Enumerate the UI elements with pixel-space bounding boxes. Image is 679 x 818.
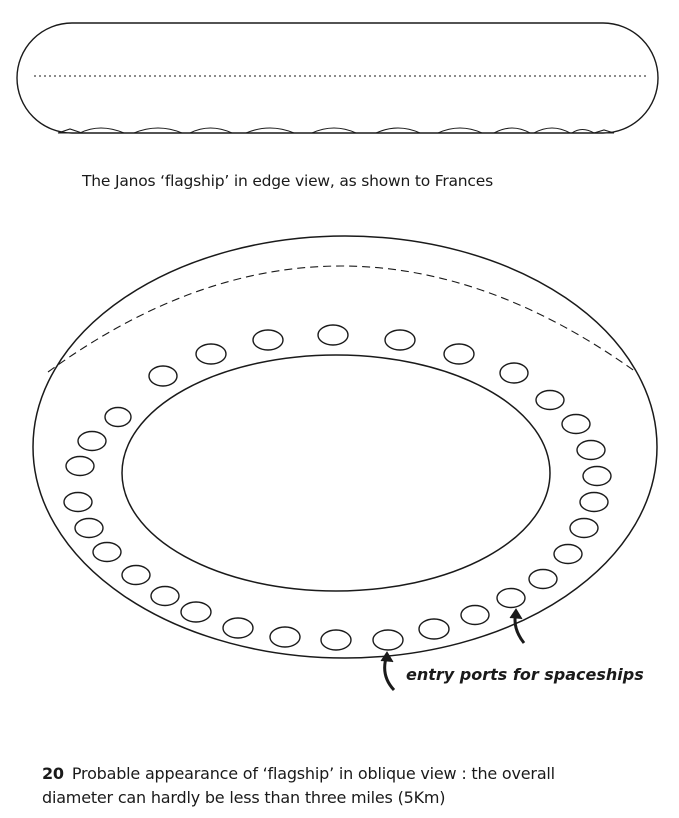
edge-view-hull: [16, 22, 659, 134]
oblique-caption-line-2: diameter can hardly be less than three m…: [42, 788, 446, 807]
figure-number: 20: [42, 764, 64, 783]
oblique-view-drawing: [32, 235, 658, 692]
port-pointer-arrows: [380, 608, 526, 692]
edge-view-drawing: [16, 22, 659, 134]
oblique-inner-dome: [121, 354, 551, 592]
oblique-caption-text-1: Probable appearance of ‘flagship’ in obl…: [71, 764, 555, 783]
edge-view-ports: [57, 127, 615, 134]
oblique-view-caption: 20 Probable appearance of ‘flagship’ in o…: [42, 762, 555, 810]
oblique-port-ring: [63, 324, 612, 651]
oblique-outer-rim: [32, 235, 658, 659]
edge-view-caption: The Janos ‘flagship’ in edge view, as sh…: [82, 172, 493, 190]
oblique-caption-line-1: 20 Probable appearance of ‘flagship’ in o…: [42, 762, 555, 786]
entry-ports-label: entry ports for spaceships: [406, 665, 644, 684]
oblique-dome-hidden-line: [47, 265, 637, 373]
